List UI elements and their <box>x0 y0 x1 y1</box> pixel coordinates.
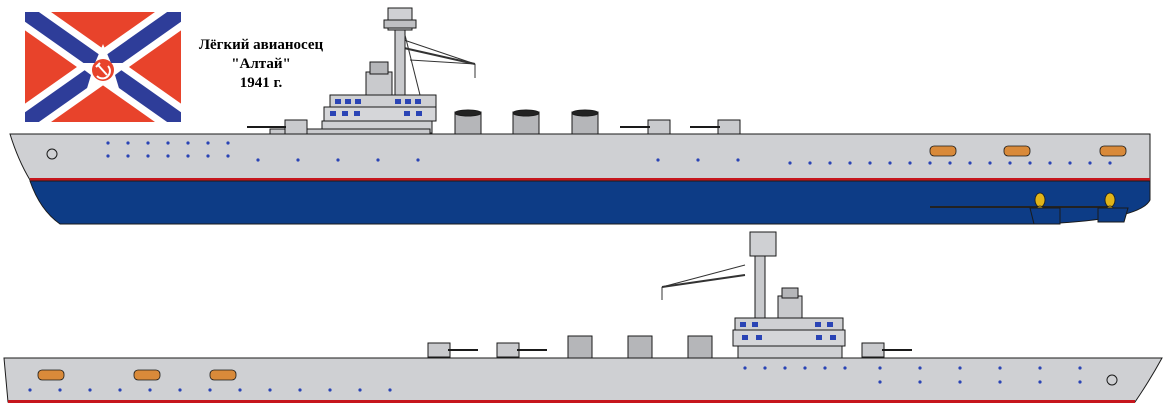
island-windows <box>330 99 422 116</box>
lower-ship-profile <box>3 231 1163 403</box>
hammer-sickle-icon <box>95 62 111 80</box>
gun-turrets <box>247 119 741 135</box>
lower-hull <box>3 357 1163 403</box>
caption-type: Лёгкий авианосец <box>198 37 324 53</box>
upper-ship-profile <box>9 7 1151 225</box>
anchor-icon <box>1106 374 1118 386</box>
lifeboats <box>929 145 1127 157</box>
lower-portholes <box>28 366 1082 392</box>
naval-ensign-flag <box>25 12 181 122</box>
upper-portholes <box>106 141 1112 165</box>
caption-name: "Алтай" <box>231 56 291 72</box>
ship-caption: Лёгкий авианосец "Алтай" 1941 г. <box>186 36 336 93</box>
upper-hull <box>9 133 1151 181</box>
anchor-icon <box>46 148 58 160</box>
caption-year: 1941 г. <box>239 75 283 91</box>
upper-underwater-hull <box>29 180 1151 225</box>
